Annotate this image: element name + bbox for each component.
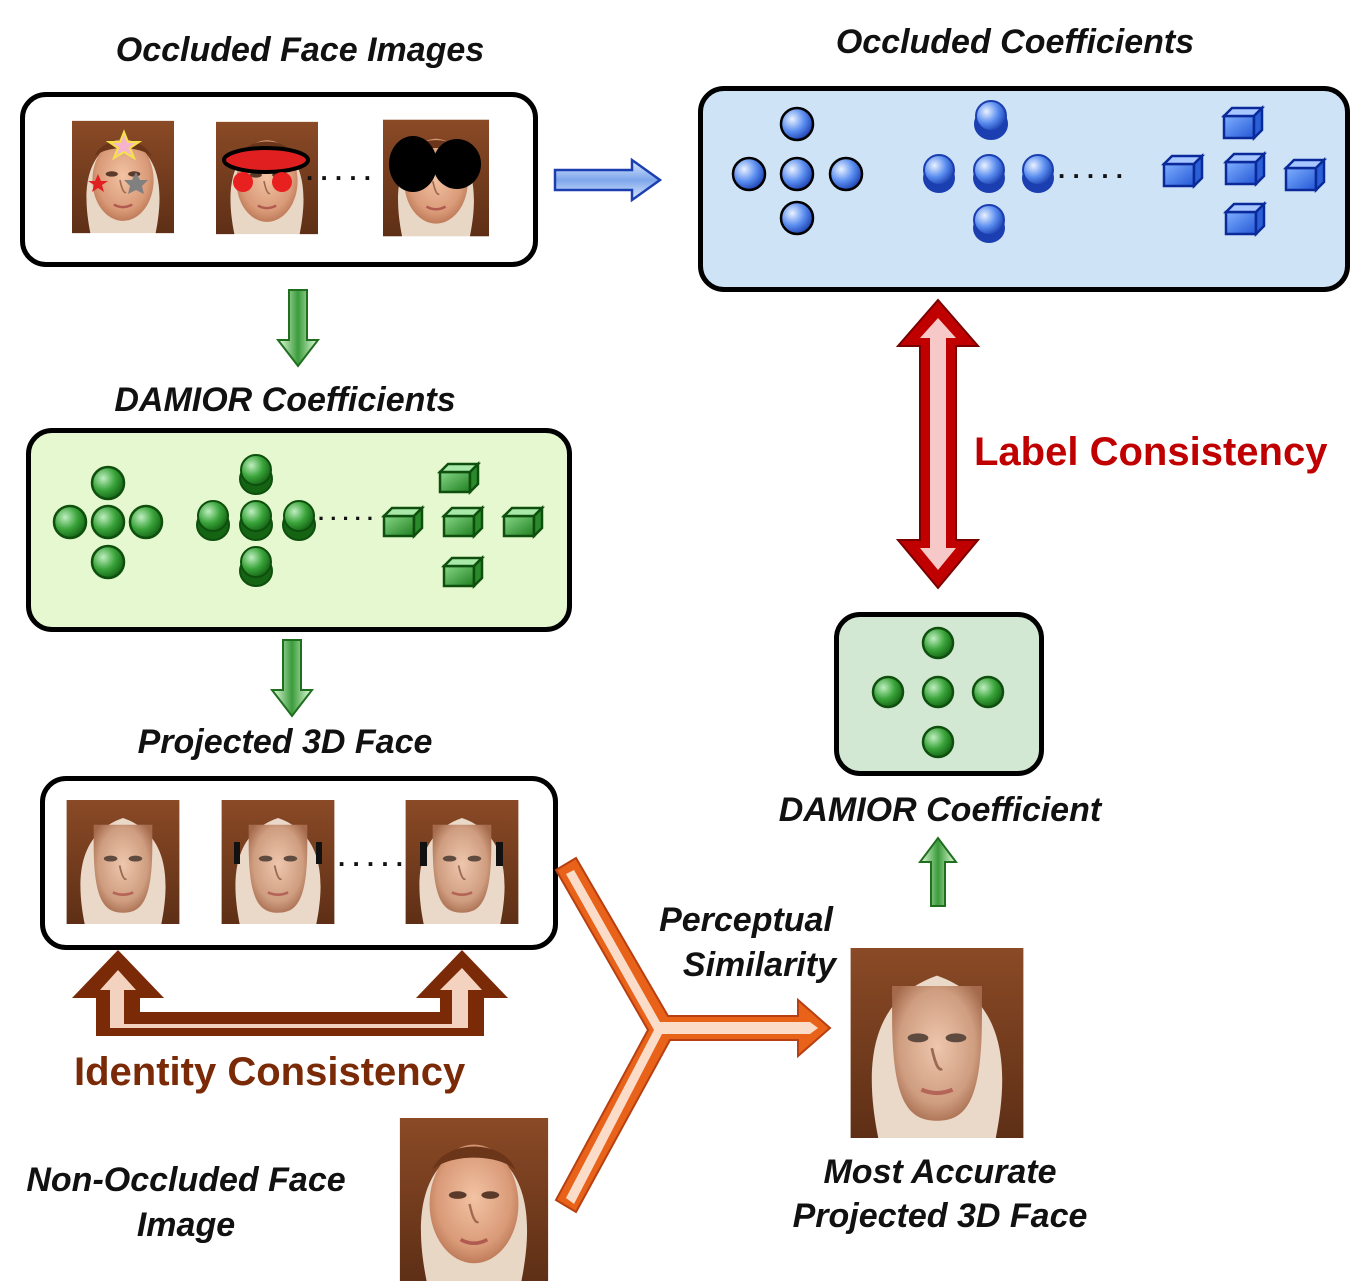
blue-right-arrow-icon	[553, 157, 663, 203]
occluded-ellipsis: . . . . .	[306, 156, 372, 186]
identity-consistency-text: Identity Consistency	[74, 1050, 466, 1094]
star-occlusion-icon	[88, 174, 108, 192]
blob-occlusion-icon	[389, 136, 437, 192]
most-accurate-line1: Most Accurate	[823, 1153, 1057, 1191]
projected-ellipsis: . . . . .	[338, 842, 404, 872]
dot-occlusion-icon	[272, 172, 292, 192]
projected-faces-box	[40, 776, 558, 950]
star-occlusion-icon	[105, 129, 143, 161]
projected-face-2	[220, 800, 336, 924]
green-down-arrow-icon	[275, 289, 321, 368]
non-occluded-line2: Image	[136, 1206, 236, 1244]
non-occluded-line1: Non-Occluded Face	[26, 1161, 346, 1199]
projected-face-title: Projected 3D Face	[137, 723, 433, 761]
occluded-face-1	[72, 119, 174, 235]
damior-coeffs-ellipsis: . . . . .	[318, 500, 374, 525]
dot-occlusion-icon	[233, 172, 253, 192]
perceptual-similarity-line1: Perceptual	[659, 901, 833, 939]
occluded-face-3	[383, 118, 489, 238]
blue-cylinder-cluster	[923, 100, 1054, 243]
blue-cube-cluster	[1160, 104, 1328, 238]
label-consistency-text: Label Consistency	[974, 430, 1328, 474]
star-occlusion-icon	[124, 172, 148, 194]
label-consistency-double-arrow-icon	[895, 298, 981, 590]
occluded-coeffs-title: Occluded Coefficients	[835, 23, 1195, 61]
perceptual-similarity-arrow-icon	[554, 856, 832, 1214]
damior-coeffs-title: DAMIOR Coefficients	[114, 381, 456, 419]
blue-sphere-cluster	[731, 106, 864, 236]
projected-face-3	[404, 800, 520, 924]
perceptual-similarity-line2: Similarity	[682, 946, 836, 984]
blob-occlusion-icon	[433, 139, 481, 189]
occluded-face-2	[216, 120, 318, 236]
occluded-faces-title: Occluded Face Images	[115, 31, 485, 69]
identity-consistency-arrow-icon	[72, 950, 508, 1036]
green-sphere-cluster	[52, 465, 164, 580]
green-up-arrow-icon	[918, 836, 958, 907]
occluded-coeffs-ellipsis: . . . . .	[1058, 154, 1124, 184]
band-occlusion-icon	[222, 146, 310, 174]
damior-coeff-single-title: DAMIOR Coefficient	[778, 791, 1102, 829]
single-coeff-sphere-cluster	[871, 626, 1005, 759]
green-down-arrow-icon	[269, 639, 315, 718]
most-accurate-line2: Projected 3D Face	[792, 1197, 1088, 1235]
green-cylinder-cluster	[196, 454, 316, 587]
green-cube-cluster	[380, 460, 546, 590]
